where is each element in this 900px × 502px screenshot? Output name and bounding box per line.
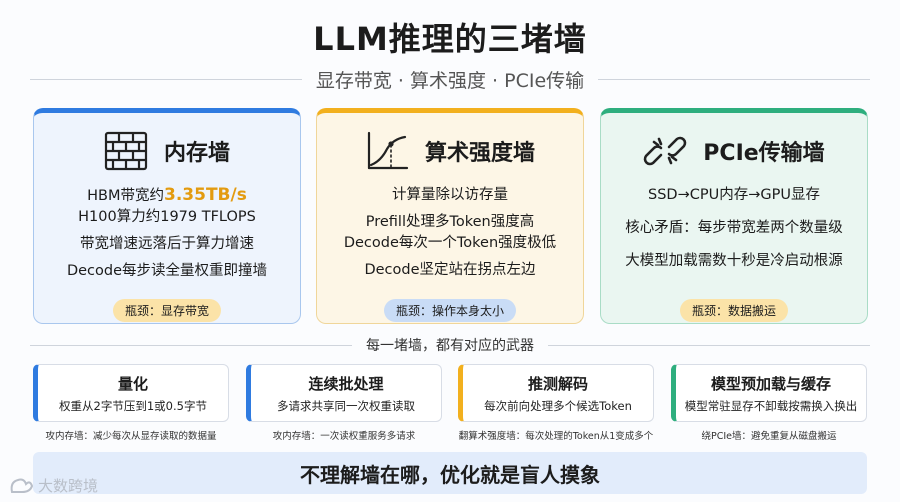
weapon-title: 连续批处理 xyxy=(308,375,384,393)
weapon-note: 攻内存墙：一次读权重服务多请求 xyxy=(272,431,416,442)
weapon-title: 推测解码 xyxy=(527,375,588,393)
weapons-section-header: 每一堵墙，都有对应的武器 xyxy=(30,334,870,356)
card-line: Decode每步读全量权重即撞墙 xyxy=(66,263,268,279)
weapon-note: 绕PCIe墙：避免重复从磁盘搬运 xyxy=(701,431,837,442)
card-header: 内存墙 xyxy=(34,131,300,171)
bottleneck-badge: 瓶颈：显存带宽 xyxy=(112,299,222,322)
card-title: 内存墙 xyxy=(163,141,230,166)
bottleneck-badge: 瓶颈：操作本身太小 xyxy=(383,299,517,322)
weapon-desc: 每次前向处理多个候选Token xyxy=(484,399,632,413)
card-line: 带宽增速远落后于算力增速 xyxy=(80,236,254,252)
broken-link-icon xyxy=(644,136,687,166)
card-body: SSD→CPU内存→GPU显存 核心矛盾：每步带宽差两个数量级 大模型加载需数十… xyxy=(601,185,867,272)
page-subtitle: 显存带宽 · 算术强度 · PCIe传输 xyxy=(315,69,585,92)
card-line: 计算量除以访存量 xyxy=(392,187,508,203)
watermark-text: 大数跨境 xyxy=(38,476,99,495)
divider-left xyxy=(30,344,352,346)
weapon-title: 模型预加载与缓存 xyxy=(710,375,831,393)
pcie-wall-card: PCIe传输墙 SSD→CPU内存→GPU显存 核心矛盾：每步带宽差两个数量级 … xyxy=(600,108,868,324)
card-title: 算术强度墙 xyxy=(424,141,535,166)
weapon-note: 攻内存墙：减少每次从显存读取的数据量 xyxy=(45,431,217,442)
watermark: 大数跨境 xyxy=(8,474,98,496)
weapon-speculative-decoding: 推测解码 每次前向处理多个候选Token xyxy=(458,364,654,422)
memory-wall-card: 内存墙 HBM带宽约3.35TB/s H100算力约1979 TFLOPS 带宽… xyxy=(33,108,301,324)
subtitle-row: 显存带宽 · 算术强度 · PCIe传输 xyxy=(30,64,871,94)
card-body: 计算量除以访存量 Prefill处理多Token强度高 Decode每次一个To… xyxy=(317,185,583,281)
weapon-note: 翻算术强度墙：每次处理的Token从1变成多个 xyxy=(458,431,654,442)
bottleneck-badge: 瓶颈：数据搬运 xyxy=(679,299,789,322)
card-header: PCIe传输墙 xyxy=(601,131,867,171)
weapon-desc: 多请求共享同一次权重读取 xyxy=(277,399,415,413)
weapon-quantization: 量化 权重从2字节压到1或0.5字节 xyxy=(33,364,229,422)
page-title: LLM推理的三堵墙 xyxy=(313,20,587,58)
bandwidth-line: HBM带宽约3.35TB/s xyxy=(34,185,300,207)
conclusion-banner: 不理解墙在哪，优化就是盲人摸象 xyxy=(33,452,867,494)
divider-right xyxy=(548,344,870,346)
card-line: Decode坚定站在拐点左边 xyxy=(364,262,536,278)
card-line: SSD→CPU内存→GPU显存 xyxy=(648,187,820,203)
card-header: 算术强度墙 xyxy=(317,131,583,171)
card-line: 核心矛盾：每步带宽差两个数量级 xyxy=(625,220,843,236)
card-line: H100算力约1979 TFLOPS xyxy=(78,209,256,225)
roofline-chart-icon xyxy=(367,131,409,170)
card-line: Decode每次一个Token强度极低 xyxy=(343,235,557,251)
card-title: PCIe传输墙 xyxy=(703,141,825,166)
weapon-preload-cache: 模型预加载与缓存 模型常驻显存不卸载按需换入换出 xyxy=(671,364,867,422)
bandwidth-value: 3.35TB/s xyxy=(164,185,247,205)
divider-right xyxy=(598,78,871,80)
bandwidth-prefix: HBM带宽约 xyxy=(87,188,165,204)
weapon-desc: 权重从2字节压到1或0.5字节 xyxy=(59,399,207,413)
card-line: Prefill处理多Token强度高 xyxy=(365,214,535,230)
card-line: 大模型加载需数十秒是冷启动根源 xyxy=(625,253,843,269)
divider-left xyxy=(30,78,302,80)
brand-logo-icon xyxy=(10,478,34,493)
weapon-continuous-batching: 连续批处理 多请求共享同一次权重读取 xyxy=(246,364,442,422)
brick-wall-icon xyxy=(104,131,148,171)
weapon-desc: 模型常驻显存不卸载按需换入换出 xyxy=(684,399,858,413)
arithmetic-intensity-wall-card: 算术强度墙 计算量除以访存量 Prefill处理多Token强度高 Decode… xyxy=(316,108,584,324)
card-body: HBM带宽约3.35TB/s H100算力约1979 TFLOPS 带宽增速远落… xyxy=(34,185,300,282)
weapon-title: 量化 xyxy=(117,375,148,393)
weapons-label: 每一堵墙，都有对应的武器 xyxy=(366,338,534,354)
conclusion-text: 不理解墙在哪，优化就是盲人摸象 xyxy=(300,462,600,487)
